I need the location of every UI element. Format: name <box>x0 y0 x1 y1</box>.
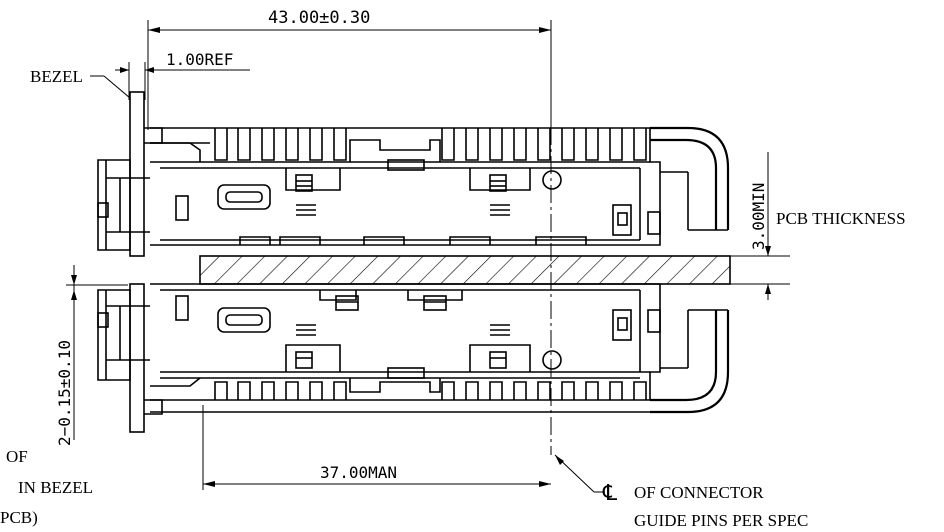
centerline-label-1: OF CONNECTOR <box>634 483 764 502</box>
bezel-offset-label: 1.00REF <box>166 50 233 69</box>
rear-heat-pipe <box>150 126 730 414</box>
lower-module-front <box>97 289 201 415</box>
connector-centerline: ℄ OF CONNECTOR GUIDE PINS PER SPEC <box>550 40 808 530</box>
pin-height-label: 2−0.15±0.10 <box>55 340 74 446</box>
pcb <box>199 255 790 285</box>
pcb-thickness-min-label: 3.00MIN <box>749 183 768 250</box>
lower-cage <box>150 283 661 401</box>
left-note-line-1: OF <box>6 447 28 466</box>
centerline-symbol: ℄ <box>602 480 618 505</box>
bezel: BEZEL <box>30 67 145 433</box>
upper-cage <box>150 127 661 246</box>
dimension-inner-length: 37.00MAN <box>202 405 551 490</box>
pcb-thickness-label: PCB THICKNESS <box>776 209 906 228</box>
upper-module-front <box>97 127 201 251</box>
centerline-label-2: GUIDE PINS PER SPEC <box>634 511 808 530</box>
dimension-pin-height: 2−0.15±0.10 <box>55 265 128 446</box>
left-note-line-2: IN BEZEL <box>18 478 93 497</box>
dimension-bezel-offset: 1.00REF <box>115 50 250 100</box>
left-note: OF IN BEZEL PCB) <box>0 447 93 527</box>
dimension-overall-length: 43.00±0.30 <box>147 8 552 130</box>
overall-length-label: 43.00±0.30 <box>268 8 370 28</box>
dimension-pcb-thickness: 3.00MIN PCB THICKNESS <box>749 152 906 300</box>
left-note-line-3: PCB) <box>0 508 38 527</box>
bezel-label: BEZEL <box>30 67 83 86</box>
inner-length-label: 37.00MAN <box>320 463 397 482</box>
